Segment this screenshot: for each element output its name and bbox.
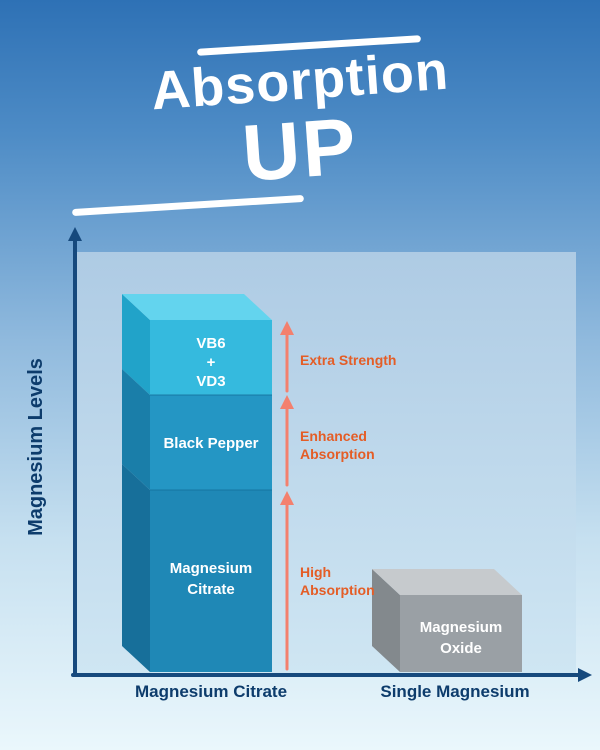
- cube-side-face: [372, 569, 400, 672]
- segment-pepper-front-face: [150, 395, 272, 490]
- x-axis-arrowhead: [578, 668, 592, 682]
- segment-vb6-label-line2: +: [207, 354, 216, 371]
- bar-top-face: [122, 294, 272, 320]
- label-extra-strength: Extra Strength: [300, 352, 396, 368]
- title-block: Absorption UP: [0, 0, 600, 228]
- magnesium-chart: Magnesium Levels VB6 + VD3 Black Pepper …: [25, 227, 592, 701]
- segment-pepper-side-face: [122, 369, 150, 490]
- y-axis-arrowhead: [68, 227, 82, 241]
- segment-citrate-label-line1: Magnesium: [170, 560, 253, 577]
- oxide-label-line2: Oxide: [440, 640, 482, 657]
- annotation-labels: Extra Strength Enhanced Absorption High …: [300, 352, 396, 598]
- category-single-magnesium: Single Magnesium: [380, 682, 529, 701]
- oxide-label-line1: Magnesium: [420, 619, 503, 636]
- y-axis-label: Magnesium Levels: [25, 358, 47, 536]
- segment-vb6-side-face: [122, 294, 150, 395]
- segment-pepper-label: Black Pepper: [163, 435, 258, 452]
- annotation-arrows: [280, 321, 294, 671]
- bar-magnesium-oxide: Magnesium Oxide: [372, 569, 522, 672]
- arrow-extra-strength-head: [280, 321, 294, 335]
- bar-magnesium-citrate: VB6 + VD3 Black Pepper Magnesium Citrate: [122, 294, 272, 672]
- label-enhanced-line1: Enhanced: [300, 428, 367, 444]
- segment-citrate-side-face: [122, 464, 150, 672]
- segment-vb6-front-face: [150, 320, 272, 395]
- arrow-enhanced-absorption-head: [280, 395, 294, 409]
- label-enhanced-line2: Absorption: [300, 446, 375, 462]
- segment-citrate-label-line2: Citrate: [187, 581, 235, 598]
- label-high-line2: Absorption: [300, 582, 375, 598]
- arrow-high-absorption-head: [280, 491, 294, 505]
- segment-vb6-label-line3: VD3: [196, 373, 225, 390]
- cube-top-face: [372, 569, 522, 595]
- category-magnesium-citrate: Magnesium Citrate: [135, 682, 287, 701]
- segment-citrate-front-face: [150, 490, 272, 672]
- label-high-line1: High: [300, 564, 331, 580]
- cube-front-face: [400, 595, 522, 672]
- segment-vb6-label-line1: VB6: [196, 335, 225, 352]
